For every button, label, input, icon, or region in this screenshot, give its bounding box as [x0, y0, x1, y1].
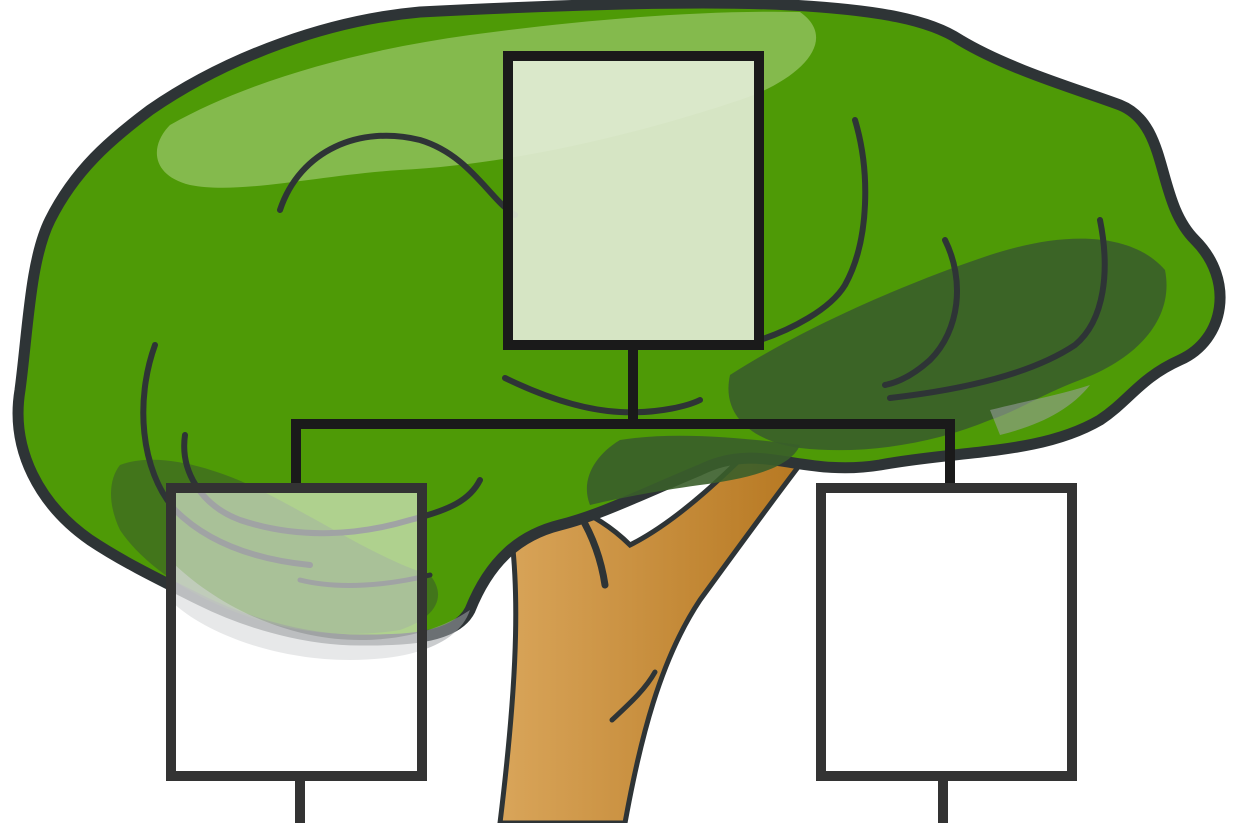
- family-node-child-left: [171, 488, 422, 776]
- family-node-child-right: [821, 488, 1072, 776]
- family-node-parent: [508, 56, 759, 345]
